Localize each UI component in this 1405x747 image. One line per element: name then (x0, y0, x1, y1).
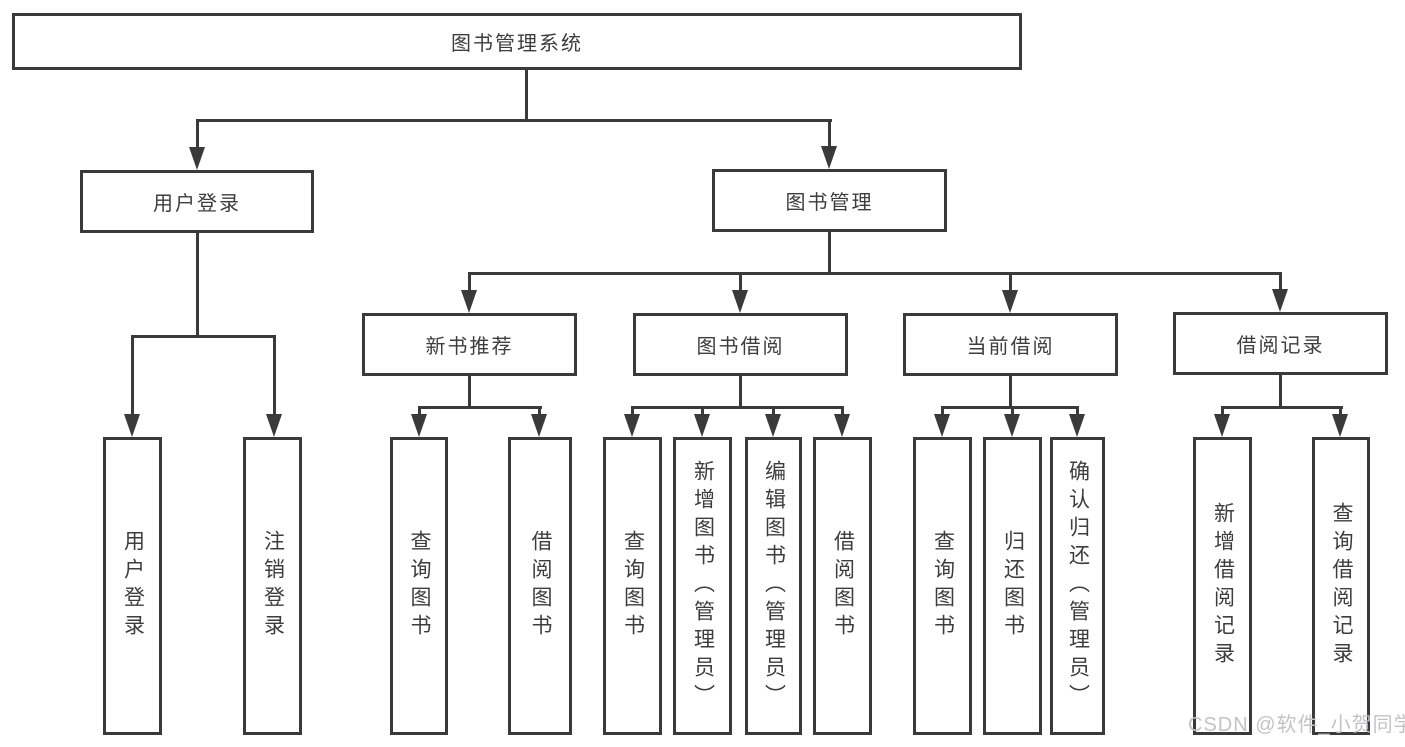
connector-to-nbr-borrow (538, 406, 541, 416)
connector-root-branch (196, 119, 832, 122)
connector-user-branch (131, 335, 276, 338)
connector-bb-stem (739, 376, 742, 406)
connector-br-branch (1221, 406, 1343, 409)
arrowhead-br-query (1332, 414, 1348, 437)
connector-to-bb-borrow (841, 406, 844, 416)
leaf-label: 注销登录 (261, 530, 285, 642)
leaf-label: 新增图书（管理员） (691, 460, 715, 712)
leaf-label: 查询借阅记录 (1330, 502, 1353, 670)
leaf-label: 查询图书 (621, 530, 645, 642)
connector-to-cb-query (941, 406, 944, 416)
arrowhead-bb-edit (765, 414, 781, 437)
leaf-label: 借阅图书 (831, 530, 855, 642)
connector-bb-branch (631, 406, 844, 409)
leaf-label: 确认归还（管理员） (1066, 460, 1090, 712)
leaf-label: 借阅图书 (529, 530, 552, 642)
arrowhead-current-borrow (1002, 290, 1018, 313)
node-library-management-system: 图书管理系统 (12, 13, 1022, 70)
connector-to-leaf-logout (273, 335, 276, 415)
node-leaf-add-books-admin: 新增图书（管理员） (673, 437, 732, 735)
connector-root-stem (525, 70, 528, 119)
node-leaf-query-books-1: 查询图书 (390, 437, 448, 735)
arrowhead-nbr-borrow (531, 414, 547, 437)
arrowhead-borrow-records (1272, 289, 1288, 312)
connector-to-current-borrow (1009, 272, 1012, 290)
arrowhead-new-book-rec (461, 290, 477, 313)
arrowhead-bb-query (624, 414, 640, 437)
connector-cb-branch (941, 406, 1079, 409)
connector-to-user-login (196, 119, 199, 150)
arrowhead-leaf-user-login (124, 414, 140, 437)
node-leaf-query-books-3: 查询图书 (913, 437, 972, 735)
node-new-book-recommendation: 新书推荐 (362, 313, 577, 376)
node-book-management: 图书管理 (712, 169, 947, 232)
connector-cb-stem (1009, 376, 1012, 406)
connector-to-bb-edit (772, 406, 775, 416)
arrowhead-cb-query (934, 414, 950, 437)
arrowhead-cb-return (1004, 414, 1020, 437)
connector-br-stem (1279, 375, 1282, 406)
connector-to-cb-confirm (1076, 406, 1079, 416)
arrowhead-user-login (189, 147, 205, 170)
node-leaf-borrow-books-1: 借阅图书 (508, 437, 572, 735)
connector-user-stem (196, 233, 199, 335)
connector-bm-stem (828, 232, 831, 272)
node-leaf-return-books: 归还图书 (983, 437, 1042, 735)
node-current-borrowing: 当前借阅 (903, 313, 1118, 376)
node-book-borrowing: 图书借阅 (633, 313, 848, 376)
arrowhead-nbr-query (411, 414, 427, 437)
connector-to-borrow-records (1279, 272, 1282, 290)
connector-to-nbr-query (418, 406, 421, 416)
connector-to-bb-query (631, 406, 634, 416)
node-leaf-add-borrow-record: 新增借阅记录 (1193, 437, 1252, 735)
node-leaf-borrow-books-2: 借阅图书 (813, 437, 872, 735)
connector-to-book-borrow (739, 272, 742, 290)
connector-nbr-branch (418, 406, 542, 409)
node-leaf-query-borrow-record: 查询借阅记录 (1312, 437, 1370, 735)
arrowhead-bb-add (694, 414, 710, 437)
arrowhead-br-add (1214, 414, 1230, 437)
leaf-label: 查询图书 (931, 530, 955, 642)
connector-to-book-mgmt (828, 119, 831, 149)
node-leaf-logout: 注销登录 (243, 437, 302, 735)
connector-to-br-query (1339, 406, 1342, 416)
arrowhead-cb-confirm (1069, 414, 1085, 437)
leaf-label: 归还图书 (1001, 530, 1025, 642)
connector-nbr-stem (468, 376, 471, 406)
connector-to-br-add (1221, 406, 1224, 416)
node-leaf-query-books-2: 查询图书 (603, 437, 662, 735)
csdn-watermark: CSDN @软件_小贺同学 (1188, 714, 1405, 736)
leaf-label: 查询图书 (408, 530, 431, 642)
node-leaf-user-login: 用户登录 (103, 437, 162, 735)
arrowhead-book-borrow (732, 290, 748, 313)
node-leaf-edit-books-admin: 编辑图书（管理员） (745, 437, 802, 735)
node-user-login: 用户登录 (80, 170, 314, 233)
node-leaf-confirm-return-admin: 确认归还（管理员） (1050, 437, 1105, 735)
leaf-label: 新增借阅记录 (1211, 502, 1235, 670)
connector-to-leaf-user-login (131, 335, 134, 415)
node-borrowing-records: 借阅记录 (1173, 312, 1388, 375)
connector-bm-branch (468, 272, 1282, 275)
arrowhead-bb-borrow (834, 414, 850, 437)
connector-to-bb-add (701, 406, 704, 416)
arrowhead-book-mgmt (821, 146, 837, 169)
leaf-label: 用户登录 (121, 530, 145, 642)
arrowhead-leaf-logout (266, 414, 282, 437)
leaf-label: 编辑图书（管理员） (762, 460, 786, 712)
connector-to-cb-return (1011, 406, 1014, 416)
connector-to-new-book-rec (468, 272, 471, 290)
